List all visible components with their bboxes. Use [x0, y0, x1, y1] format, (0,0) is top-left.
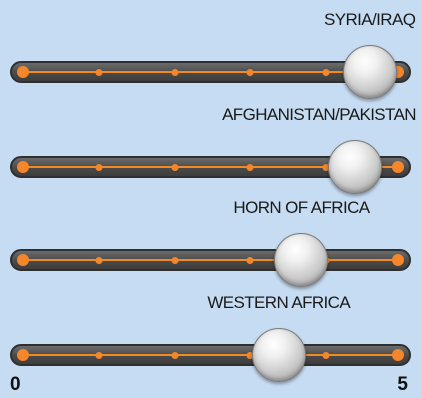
slider-label: AFGHANISTAN/PAKISTAN	[222, 105, 417, 124]
slider-row: AFGHANISTAN/PAKISTAN	[0, 105, 422, 195]
slider-row: HORN OF AFRICA	[0, 198, 422, 288]
slider-label: HORN OF AFRICA	[233, 198, 370, 217]
track-end-dot	[392, 349, 404, 361]
track-tick-dot	[171, 256, 179, 264]
track-end-dot	[17, 161, 29, 173]
track-tick-dot	[95, 68, 103, 76]
slider-knob[interactable]	[327, 140, 382, 194]
track-line	[26, 166, 395, 168]
track-tick-dot	[171, 351, 179, 359]
track-tick-dot	[95, 163, 103, 171]
slider-track[interactable]	[10, 156, 411, 178]
slider-knob[interactable]	[274, 233, 329, 287]
track-line	[26, 71, 395, 73]
track-tick-dot	[322, 163, 330, 171]
scale-min-label: 0	[10, 374, 21, 395]
slider-row: SYRIA/IRAQ	[0, 10, 422, 100]
track-tick-dot	[246, 351, 254, 359]
track-tick-dot	[171, 68, 179, 76]
track-tick-dot	[246, 68, 254, 76]
slider-label: WESTERN AFRICA	[207, 293, 351, 312]
slider-track[interactable]	[10, 61, 411, 83]
slider-knob[interactable]	[342, 45, 397, 99]
slider-track[interactable]	[10, 344, 411, 366]
slider-track[interactable]	[10, 249, 411, 271]
track-end-dot	[17, 254, 29, 266]
track-end-dot	[392, 254, 404, 266]
slider-knob[interactable]	[251, 328, 306, 382]
track-tick-dot	[322, 68, 330, 76]
track-tick-dot	[171, 163, 179, 171]
track-tick-dot	[322, 351, 330, 359]
track-end-dot	[17, 349, 29, 361]
scale-max-label: 5	[397, 374, 408, 395]
track-tick-dot	[246, 163, 254, 171]
track-end-dot	[392, 161, 404, 173]
slider-row: WESTERN AFRICA	[0, 293, 422, 383]
slider-label: SYRIA/IRAQ	[324, 10, 416, 29]
track-tick-dot	[246, 256, 254, 264]
track-end-dot	[17, 66, 29, 78]
track-line	[26, 354, 395, 356]
track-tick-dot	[95, 351, 103, 359]
track-tick-dot	[95, 256, 103, 264]
track-line	[26, 259, 395, 261]
